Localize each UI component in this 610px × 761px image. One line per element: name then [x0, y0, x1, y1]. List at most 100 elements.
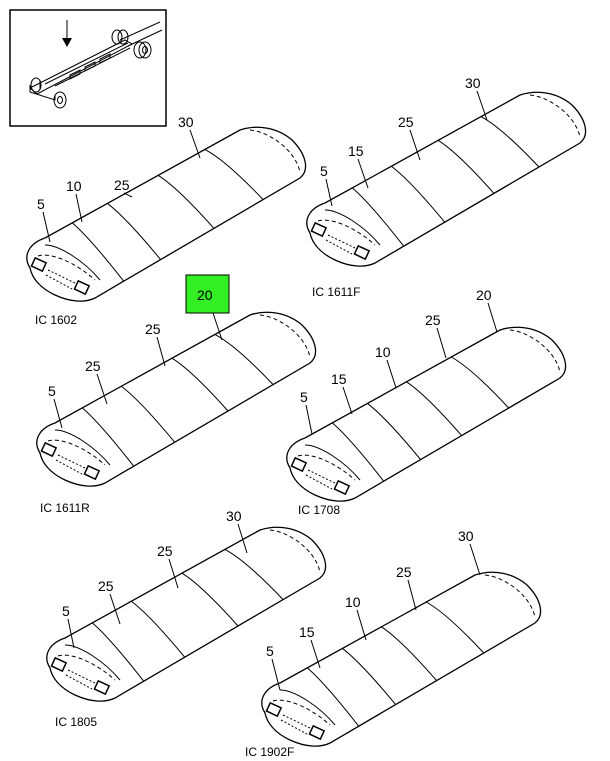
assembly-caption: IC 1805 [55, 715, 97, 729]
panel-seam [306, 667, 360, 727]
roof-panel-assembly [36, 311, 317, 487]
callout-5[interactable]: 5 [62, 603, 70, 619]
callout-15[interactable]: 15 [299, 624, 315, 640]
assembly-caption: IC 1708 [298, 503, 340, 517]
panel-seam [391, 165, 446, 223]
marker-lamp-icon [93, 679, 111, 696]
callout-20-highlighted[interactable]: 20 [197, 287, 213, 303]
assembly-ic-1805: 5 25 25 30 IC 1805 [55, 508, 248, 729]
assembly-ic-1602: 5 10 25 30 IC 1602 [35, 114, 201, 327]
front-cap-seam [324, 209, 381, 246]
callout-10[interactable]: 10 [345, 594, 361, 610]
callout-25[interactable]: 25 [145, 321, 161, 337]
roof-panel-assembly [261, 571, 542, 747]
callout-5[interactable]: 5 [300, 389, 308, 405]
callout-20[interactable]: 20 [476, 287, 492, 303]
front-cap-edge [297, 454, 356, 481]
highlighted-callout-box [185, 274, 230, 314]
roof-panel-assembly [306, 91, 587, 267]
lamp-wiring [45, 269, 76, 290]
callout-30[interactable]: 30 [226, 508, 242, 524]
marker-lamp-icon [50, 656, 68, 673]
callout-30[interactable]: 30 [465, 75, 481, 91]
panel-seam [214, 333, 274, 385]
marker-lamp-icon [290, 456, 308, 473]
roof-panel-assembly [286, 326, 567, 502]
roof-panel-outline [36, 311, 317, 487]
panel-seam [121, 385, 176, 443]
assembly-caption: IC 1602 [35, 313, 77, 327]
panel-seam [157, 174, 215, 229]
callout-25[interactable]: 25 [398, 114, 414, 130]
front-cap-seam [54, 429, 111, 466]
panel-seam [224, 548, 284, 600]
panel-seam [181, 572, 239, 627]
lamp-wiring [65, 669, 96, 690]
callout-15[interactable]: 15 [331, 371, 347, 387]
locator-inset [9, 9, 167, 127]
panel-seam [107, 203, 161, 260]
front-cap-edge [57, 654, 116, 681]
marker-lamp-icon [333, 479, 351, 496]
roof-panel-assembly [46, 526, 327, 702]
panel-seam [381, 626, 437, 681]
front-cap-edge [47, 439, 106, 466]
assembly-ic-1611r: 5 25 25 20 IC 1611R [40, 287, 223, 515]
callout-25[interactable]: 25 [157, 543, 173, 559]
assembly-caption: IC 1902F [245, 745, 294, 759]
callout-5[interactable]: 5 [48, 383, 56, 399]
panel-seam [91, 622, 145, 682]
chassis-icon [29, 21, 163, 109]
marker-lamp-icon [30, 256, 48, 273]
callout-25[interactable]: 25 [114, 177, 130, 193]
callout-25[interactable]: 25 [396, 564, 412, 580]
roof-panel-outline [306, 91, 587, 267]
roof-panel-outline [46, 526, 327, 702]
assembly-ic-1708: 5 15 10 25 20 IC 1708 [298, 287, 498, 517]
panel-seam [204, 148, 264, 200]
lamp-wiring [55, 454, 86, 475]
chassis-locator-arrow-icon [62, 20, 72, 47]
marker-lamp-icon [265, 701, 283, 718]
panel-seam [331, 422, 385, 482]
front-cap-edge [272, 699, 331, 726]
panel-seam [480, 116, 540, 168]
callout-10[interactable]: 10 [66, 178, 82, 194]
front-cap-seam [64, 644, 121, 681]
callout-15[interactable]: 15 [348, 143, 364, 159]
callout-25[interactable]: 25 [85, 358, 101, 374]
callout-5[interactable]: 5 [320, 163, 328, 179]
callout-5[interactable]: 5 [266, 643, 274, 659]
panel-seam [437, 139, 495, 194]
front-cap-edge [37, 254, 96, 281]
callout-30[interactable]: 30 [458, 528, 474, 544]
assembly-ic-1611f: 5 15 25 30 IC 1611F [312, 75, 488, 299]
roof-panel-assembly [26, 126, 307, 302]
panel-seam [406, 381, 462, 436]
callout-25[interactable]: 25 [98, 578, 114, 594]
panel-seam [71, 222, 125, 282]
callout-25[interactable]: 25 [425, 312, 441, 328]
front-cap-seam [279, 689, 336, 726]
roof-panel-outline [261, 571, 542, 747]
lamp-wiring [325, 234, 356, 255]
callout-30[interactable]: 30 [178, 114, 194, 130]
panel-seam [451, 356, 510, 409]
panel-seam [131, 600, 186, 658]
callout-5[interactable]: 5 [37, 196, 45, 212]
marker-lamp-icon [40, 441, 58, 458]
panel-seam [342, 648, 396, 705]
front-cap-seam [304, 444, 361, 481]
panel-seam [81, 407, 135, 467]
marker-lamp-icon [83, 464, 101, 481]
panel-seam [367, 403, 421, 460]
roof-panel-outline [26, 126, 307, 302]
marker-lamp-icon [73, 279, 91, 296]
panel-seam [351, 187, 405, 247]
panel-seam [426, 601, 485, 654]
marker-lamp-icon [353, 244, 371, 261]
marker-lamp-icon [310, 221, 328, 238]
assembly-caption: IC 1611R [40, 501, 90, 515]
callout-10[interactable]: 10 [375, 344, 391, 360]
